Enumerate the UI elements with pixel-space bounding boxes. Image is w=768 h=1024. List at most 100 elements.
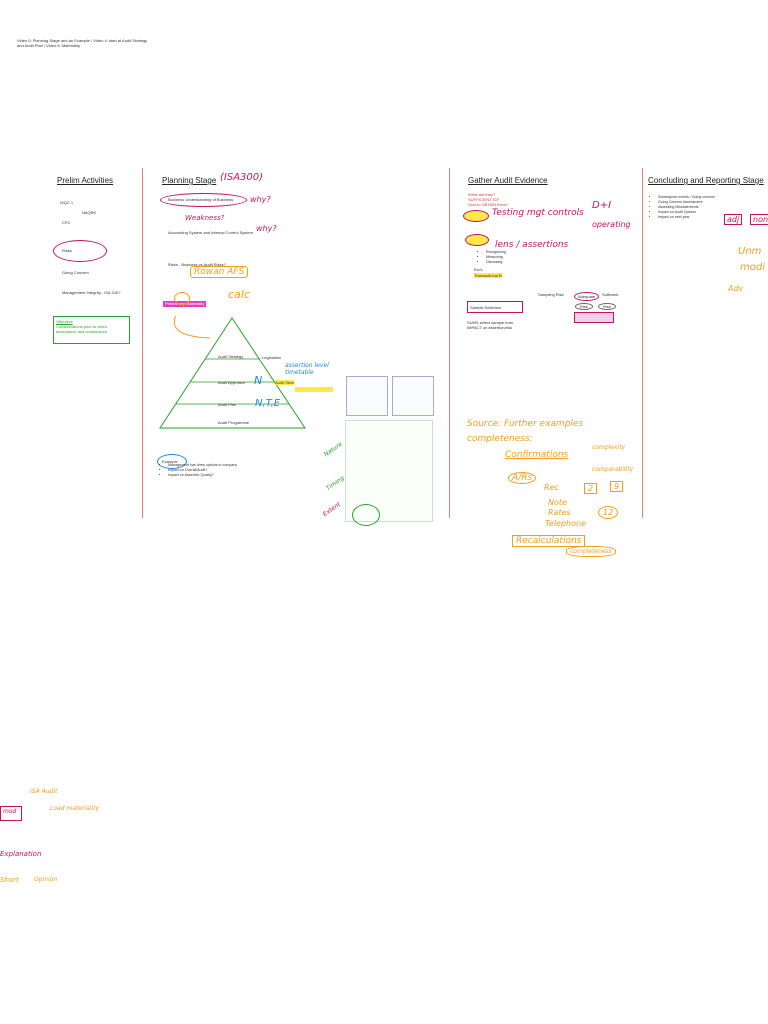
yellow-arrow: [295, 387, 333, 392]
planning-title: Planning Stage: [162, 176, 217, 185]
concluding-word-1: Unm: [738, 246, 762, 257]
mini-hand-timing: Timing: [324, 474, 346, 493]
offpage-isa: ISA Audit: [30, 788, 58, 795]
evidence-operating: operating: [592, 220, 631, 229]
prelim-objective-text: Considerations prior to client acceptanc…: [56, 324, 109, 334]
prelim-item-cpc: CPC: [62, 220, 71, 225]
evidence-di: D+I: [592, 200, 612, 211]
mini-hand-nature: Nature: [322, 440, 344, 459]
concluding-item-5: Impact on next year: [658, 215, 728, 220]
evidence-side-1: complexity: [592, 444, 626, 451]
pyramid-audit-strat: Audit Strat: [275, 380, 294, 385]
pyramid-legislation: Legislation: [262, 355, 282, 360]
divider-3: [642, 168, 643, 518]
evidence-yellow-oval: [463, 210, 489, 222]
evidence-testing: Testing mgt controls: [492, 208, 584, 218]
planning-assertion-note: assertion level timetable: [285, 362, 329, 376]
divider-1: [142, 168, 143, 518]
concluding-non: non: [750, 214, 768, 225]
evidence-step-6: Telephone: [545, 519, 586, 528]
evidence-source: Source: Further examples: [467, 419, 584, 429]
prelim-item-isqc: ISQC 1: [60, 200, 74, 205]
evidence-line-2: SUFFICIENT ICF: [468, 197, 500, 202]
evidence-completeness: completeness:: [467, 434, 533, 444]
evidence-step-2: A/Rs: [508, 472, 537, 484]
offpage-opinion: Opinion: [34, 876, 58, 883]
planning-pyramid: [159, 316, 306, 429]
doc-header-line1: Video 0: Planning Stage and an Example /…: [17, 38, 148, 43]
evidence-lens: lens / assertions: [495, 240, 569, 250]
planning-weakness: Weakness?: [185, 214, 225, 222]
offpage-short: Short: [0, 876, 19, 884]
flow-adequate: Adequate: [574, 292, 600, 301]
offpage-explain: Explanation: [0, 850, 42, 858]
evidence-num-2: 2: [584, 483, 598, 494]
planning-item-business: Business Understanding of Business: [168, 197, 234, 202]
micro-note: SUMS select sample from IMPACT on assert…: [467, 320, 513, 330]
concluding-list: Subsequent events / Going concern Going …: [650, 195, 728, 220]
evidence-step-4: Note: [548, 498, 567, 507]
divider-2: [449, 168, 450, 518]
prelim-title: Prelim Activities: [57, 176, 114, 185]
evidence-step-7: Recalculations: [512, 535, 586, 547]
planning-item-risks: Risks - Business vs Audit Risks?: [168, 262, 226, 267]
evidence-step-3: Rec: [544, 483, 559, 492]
concluding-item-3: Assessing Misstatements: [658, 205, 728, 210]
evidence-sub-trans: Transactional B: [474, 273, 502, 278]
pyramid-strategy: Audit Strategy: [218, 354, 244, 359]
concluding-word-2: modi: [740, 262, 765, 273]
prelim-objective-title: Objective: [56, 319, 73, 324]
prelim-item-risks: Risks: [62, 248, 72, 253]
evidence-num-9: 9: [610, 481, 624, 492]
evidence-side-2: comparability: [592, 466, 634, 473]
flow-risk-1: Risk: [575, 303, 593, 310]
planning-business-oval: [160, 193, 247, 207]
evidence-lines: What are they? SUFFICIENT ICF How to OBT…: [468, 192, 508, 207]
pyramid-approach: Audit Approach: [218, 380, 246, 385]
offpage-load: Load materiality: [50, 805, 100, 812]
evidence-title: Gather Audit Evidence: [468, 176, 548, 185]
mini-hand-extent: Extent: [321, 501, 342, 518]
prelim-objective-box: Objective Considerations prior to client…: [53, 316, 130, 344]
prelim-item-mgmt: Management Integrity - ISA 240?: [62, 290, 121, 295]
example-title: Example: [162, 459, 178, 464]
concluding-title: Concluding and Reporting Stage: [648, 176, 764, 185]
evidence-side-3: completeness: [566, 546, 616, 557]
flow-sampling: Sampling Risk: [538, 292, 564, 297]
mini-circle: [352, 504, 380, 526]
micro-note-2: IMPACT on assertion/risk: [467, 325, 512, 330]
flow-pink-box: [574, 312, 614, 323]
offpage-mod: mod: [3, 808, 17, 815]
planning-materiality-circle: [174, 292, 190, 305]
evidence-step-1: Confirmations: [505, 450, 569, 460]
micro-note-1: SUMS select sample from: [467, 320, 514, 325]
example-item-2: Impact on Overall/Audit?: [168, 468, 298, 473]
planning-calc: calc: [228, 288, 250, 301]
mini-slide-2: [392, 376, 434, 416]
prelim-item-naqrk: NAQRK: [82, 210, 97, 215]
example-list: Management has three options to company …: [160, 463, 298, 478]
doc-header: Video 0: Planning Stage and an Example /…: [17, 38, 217, 48]
planning-title-hand: (ISA300): [220, 172, 264, 183]
pyramid-programme: Audit Programme: [218, 420, 250, 425]
example-item-1: Management has three options to company: [168, 463, 298, 468]
planning-why-2: why?: [256, 224, 277, 233]
evidence-sub-etc: Etc's: [474, 267, 483, 272]
offpage-pink-box: [0, 806, 22, 821]
sample-box: Sample Selection: [467, 301, 523, 313]
concluding-adj: adj: [724, 214, 743, 225]
example-item-3: Impact on Assertion Quality?: [168, 473, 298, 478]
prelim-item-going-concern: Going Concern: [62, 270, 89, 275]
evidence-sub-list: Recognising Measuring Disclosing: [478, 250, 506, 265]
evidence-yellow-oval-2: [465, 234, 489, 246]
flow-risk-2: Risk: [598, 303, 616, 310]
evidence-num-12: 12: [598, 506, 619, 519]
flow-sufficient: Sufficient: [602, 292, 619, 297]
planning-why-1: why?: [250, 195, 271, 204]
evidence-sub-3: Disclosing: [486, 260, 506, 265]
evidence-line-3: How to OBTAIN them?: [468, 202, 509, 207]
planning-item-accounting: Accounting System and Internal Control S…: [168, 230, 253, 235]
prelim-risks-oval: [53, 240, 107, 262]
concluding-item-2: Going Concern Assessment: [658, 200, 728, 205]
concluding-item-4: Impact on Audit Opinion: [658, 210, 728, 215]
